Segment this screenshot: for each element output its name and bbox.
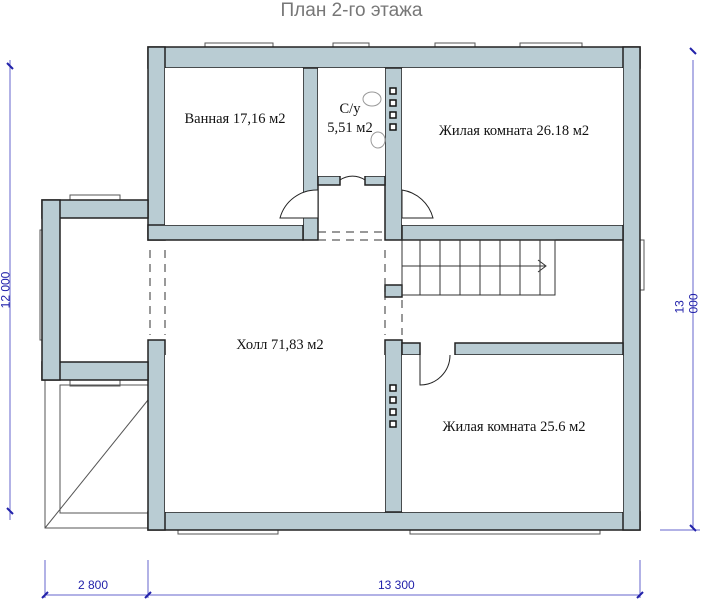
dimension-ticks (6, 47, 697, 599)
room-label-wc: С/у 5,51 м2 (318, 100, 382, 138)
wc-area: 5,51 м2 (327, 119, 373, 136)
stairs (401, 239, 556, 296)
wall-inner-fix (165, 68, 623, 512)
wc-name: С/у (339, 101, 361, 117)
doors (279, 175, 451, 386)
ventilation-ducts (389, 87, 397, 428)
walls (41, 46, 641, 531)
room-label-bath: Ванная 17,16 м2 (184, 111, 286, 127)
plan-title: План 2-го этажа (280, 0, 423, 21)
dimension-bottom-main: 13 300 (378, 578, 415, 592)
sanitary-fixtures (362, 91, 386, 149)
dimension-bottom-left: 2 800 (78, 578, 109, 592)
terrace (44, 377, 149, 529)
room-label-living1: Жилая комната 26.18 м2 (438, 123, 590, 139)
dimension-right: 13 000 (672, 293, 701, 314)
room-label-living2: Жилая комната 25.6 м2 (442, 419, 586, 435)
openings (149, 231, 403, 335)
dimension-lines (9, 60, 700, 598)
dimension-left: 12 000 (0, 271, 13, 309)
room-label-hall: Холл 71,83 м2 (236, 337, 324, 353)
